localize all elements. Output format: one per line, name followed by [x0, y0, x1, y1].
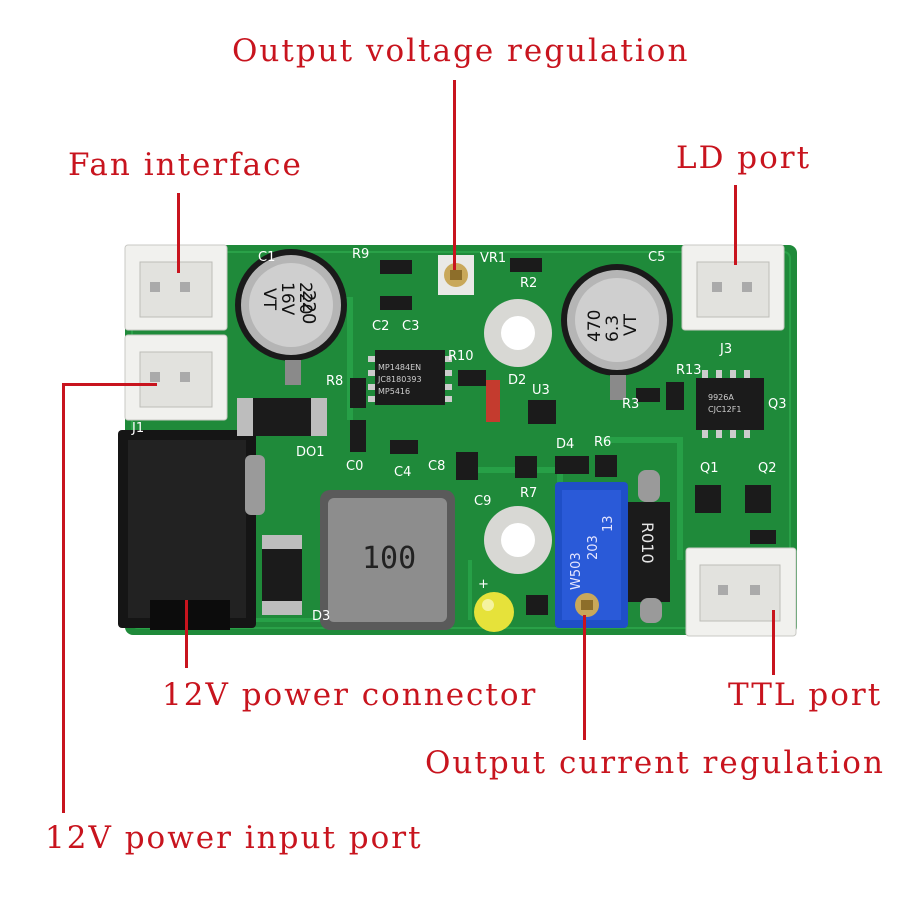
ld-port-connector — [681, 244, 785, 331]
cap-left-line1: 220 — [298, 290, 319, 324]
cap-right-marking-1: 470 — [585, 310, 605, 342]
silk-r9: R9 — [352, 247, 369, 262]
silk-d2: D2 — [508, 373, 526, 388]
cap-right-marking-3: VT — [621, 313, 641, 336]
silk-r8: R8 — [326, 374, 343, 389]
fan-connector-top — [124, 244, 228, 331]
silk-d4: D4 — [556, 437, 574, 452]
silk-u3: U3 — [532, 383, 550, 398]
silk-c8: C8 — [428, 459, 445, 474]
shunt-marking: R010 — [638, 522, 657, 564]
silk-vr1: VR1 — [480, 251, 506, 266]
silk-c2: C2 — [372, 319, 389, 334]
trimpot-marking-2: 203 — [586, 535, 601, 560]
capacitor-left: 220 — [235, 249, 347, 361]
shunt-resistor — [628, 470, 670, 623]
inductor — [320, 490, 455, 630]
transistor-u3 — [528, 400, 556, 424]
ic-9926a — [696, 370, 764, 438]
dc-barrel-jack — [118, 430, 265, 630]
ttl-port-connector — [685, 547, 797, 637]
transistor-q1 — [695, 485, 721, 513]
silk-c0: C0 — [346, 459, 363, 474]
label-ld-port: LD port — [676, 140, 812, 176]
silk-c1: C1 — [258, 250, 275, 265]
chip-u1-line2: JC8180393 — [377, 375, 422, 384]
chip-u2-line2: CJC12F1 — [708, 405, 741, 414]
silk-c3: C3 — [402, 319, 419, 334]
callout-line-power-connector — [185, 600, 188, 668]
label-output-current-regulation: Output current regulation — [425, 745, 885, 781]
inductor-marking: 100 — [362, 541, 416, 576]
silk-r7: R7 — [520, 486, 537, 501]
callout-line-output-voltage — [453, 80, 456, 270]
silk-r6: R6 — [594, 435, 611, 450]
silk-q2: Q2 — [758, 461, 777, 476]
callout-line-input-v — [62, 383, 65, 813]
silk-c5: C5 — [648, 250, 665, 265]
label-12v-power-connector: 12V power connector — [162, 677, 538, 713]
silk-j1: J1 — [131, 421, 144, 436]
label-fan-interface: Fan interface — [68, 147, 303, 183]
label-output-voltage-regulation: Output voltage regulation — [232, 33, 690, 69]
yellow-led — [474, 592, 514, 632]
callout-line-input-h — [62, 383, 157, 386]
ic-mp1484 — [368, 350, 452, 405]
callout-line-output-current — [583, 615, 586, 740]
cap-right-marking-2: 6.3 — [603, 315, 623, 342]
multiturn-trimpot — [555, 482, 628, 628]
fan-connector-bottom — [124, 334, 228, 421]
silk-r2: R2 — [520, 276, 537, 291]
chip-u2-line1: 9926A — [708, 393, 734, 402]
capacitor-right — [561, 264, 673, 376]
cap-left-marking-1: 220 — [295, 282, 315, 314]
trimpot-marking-3: 13 — [601, 515, 616, 532]
silk-r13: R13 — [676, 363, 702, 378]
diode-d4 — [555, 456, 589, 474]
chip-u1-line1: MP1484EN — [378, 363, 421, 372]
callout-line-ld — [734, 185, 737, 265]
chip-u1-line3: MP5416 — [378, 387, 410, 396]
trimmer-vr1 — [438, 255, 474, 295]
silk-r3: R3 — [622, 397, 639, 412]
silk-do1: DO1 — [296, 445, 325, 460]
silk-j3: J3 — [719, 342, 732, 357]
silk-c9: C9 — [474, 494, 491, 509]
silk-r10: R10 — [448, 349, 474, 364]
callout-line-ttl — [772, 610, 775, 675]
silk-q3: Q3 — [768, 397, 787, 412]
trimpot-marking-1: W503 — [569, 552, 584, 590]
silk-plus: + — [478, 577, 489, 592]
cap-left-marking-3: VT — [259, 288, 279, 311]
label-ttl-port: TTL port — [728, 677, 883, 713]
silk-q1: Q1 — [700, 461, 719, 476]
transistor-q2 — [745, 485, 771, 513]
diode-d2 — [486, 380, 500, 422]
label-12v-power-input-port: 12V power input port — [45, 820, 423, 856]
silk-c4: C4 — [394, 465, 411, 480]
cap-left-marking-2: 16V — [277, 282, 297, 316]
callout-line-fan — [177, 193, 180, 273]
silk-d3: D3 — [312, 609, 330, 624]
